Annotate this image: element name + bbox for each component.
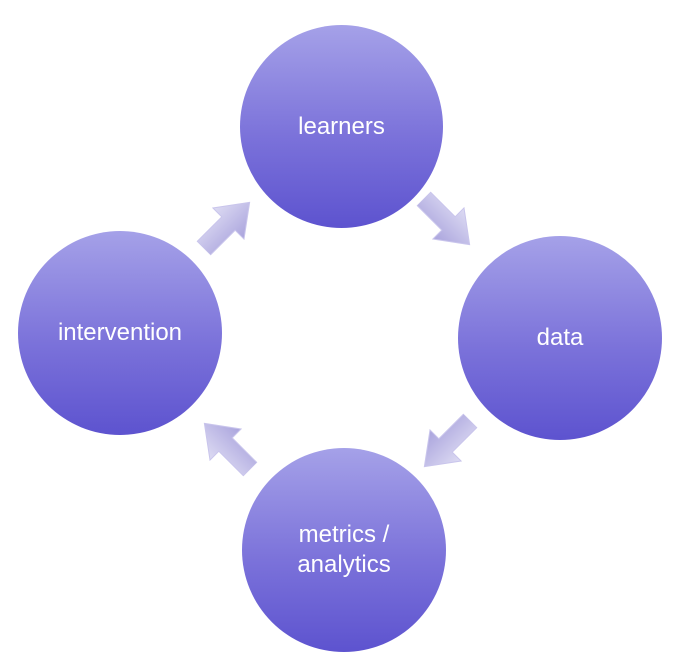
node-learners-label: learners [298,112,385,140]
node-intervention: intervention [18,231,222,435]
node-data-label: data [536,324,584,351]
node-intervention-label: intervention [57,319,183,346]
arrow-metrics-to-intervention-icon [187,406,266,485]
node-learners: learners [240,25,443,228]
arrow-data-to-metrics-icon [407,404,486,483]
arrow-learners-to-data-icon [407,182,486,261]
node-metrics-analytics-label: metrics / analytics [297,521,391,578]
node-metrics-analytics: metrics / analytics [242,448,446,652]
arrow-intervention-to-learners-icon [187,185,266,264]
node-data: data [458,236,662,440]
